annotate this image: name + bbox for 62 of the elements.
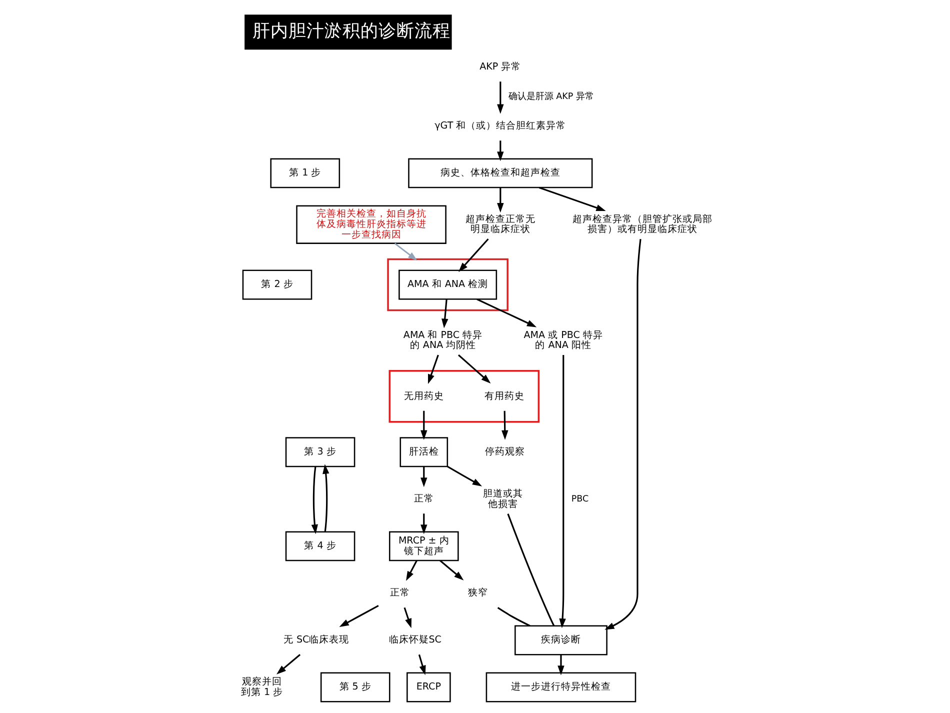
- arrow: [501, 410, 508, 440]
- node-box: MRCP ± 内镜下超声: [388, 531, 458, 562]
- arrow: [604, 239, 641, 630]
- arrow: [403, 607, 411, 628]
- node-text: AMA 和 PBC 特异的 ANA 均阴性: [402, 330, 482, 352]
- node-box: ERCP: [406, 672, 450, 702]
- node-text: 有用药史: [484, 390, 524, 402]
- edge-label: 确认是肝源 AKP 异常: [508, 92, 594, 102]
- diagram-title: 肝内胆汁淤积的诊断流程: [252, 22, 450, 42]
- arrow: [496, 140, 504, 162]
- node-text: 胆道或其他损害: [482, 488, 522, 510]
- node-box: 疾病诊断: [514, 625, 607, 656]
- arrow: [458, 238, 488, 272]
- arrow: [420, 466, 427, 488]
- node-text: 停药观察: [484, 446, 525, 458]
- arrow: [406, 560, 417, 581]
- node-text: 临床怀疑SC: [388, 634, 441, 646]
- node-text: 正常: [413, 494, 434, 505]
- arrow: [439, 560, 464, 580]
- arrow: [418, 654, 426, 676]
- node-box: 进一步进行特异性检查: [485, 672, 636, 702]
- node-box: AMA 和 ANA 检测: [398, 270, 497, 300]
- arrow: [322, 464, 329, 532]
- arrow: [557, 654, 564, 676]
- arrow: [427, 354, 438, 384]
- node-box: 病史、体格检查和超声检查: [408, 158, 592, 188]
- arrow: [457, 354, 490, 384]
- arrow: [420, 514, 427, 534]
- node-box: 第 3 步: [284, 437, 355, 468]
- node-box: 肝活检: [399, 437, 448, 468]
- arrow: [496, 82, 504, 114]
- node-box: 第 5 步: [320, 672, 390, 702]
- node-text: 无用药史: [403, 390, 444, 402]
- node-text: 超声检查正常无明显临床症状: [464, 214, 535, 236]
- connector: [496, 607, 530, 627]
- node-box: 第 2 步: [242, 270, 312, 300]
- arrow: [420, 410, 427, 440]
- node-text: AKP 异常: [479, 62, 521, 73]
- arrow: [276, 654, 300, 674]
- connector: [506, 514, 554, 626]
- node-text: 观察并回到第 1 步: [240, 676, 283, 698]
- arrow: [446, 466, 482, 486]
- node-box: 第 4 步: [284, 531, 355, 562]
- cluster: [388, 370, 540, 423]
- arrow: [310, 466, 318, 534]
- edge-label: PBC: [570, 494, 588, 504]
- node-text: 超声检查异常（胆管扩张或局部损害）或有明显临床症状: [572, 214, 712, 236]
- arrow: [394, 242, 417, 261]
- arrow: [538, 186, 606, 211]
- node-text: AMA 或 PBC 特异的 ANA 阳性: [523, 330, 602, 352]
- node-text: γGT 和（或）结合胆红素异常: [434, 120, 566, 132]
- node-text: 无 SC临床表现: [282, 634, 349, 646]
- node-text: 正常: [389, 588, 410, 599]
- node-box: 完善相关检查，如自身抗体及病毒性肝炎指标等进一步查找病因: [296, 205, 446, 244]
- arrow: [496, 188, 504, 213]
- arrow: [338, 605, 378, 627]
- node-text: 狭窄: [468, 588, 488, 599]
- cluster: [386, 258, 508, 312]
- arrow: [441, 299, 448, 328]
- node-box: 第 1 步: [270, 158, 340, 188]
- arrow: [558, 354, 566, 628]
- arrow: [476, 298, 536, 328]
